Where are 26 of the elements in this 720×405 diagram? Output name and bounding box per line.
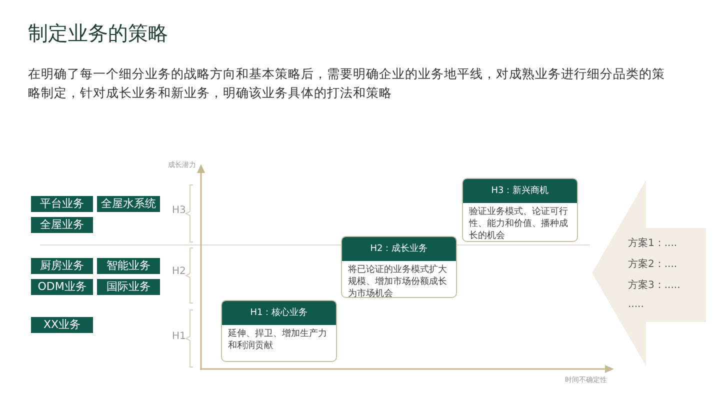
business-tag: XX业务 xyxy=(31,317,93,333)
horizon-card xyxy=(462,178,578,242)
card-heading: H3：新兴商机 xyxy=(463,179,577,203)
business-tag: ODM业务 xyxy=(31,279,93,295)
card-heading: H1：核心业务 xyxy=(222,301,336,325)
card-heading: H2：成长业务 xyxy=(342,237,456,261)
description-paragraph: 在明确了每一个细分业务的战略方向和基本策略后，需要明确企业的业务地平线，对成熟业务进行细分品类的策略制定，针对成长业务和新业务，明确该业务具体的打法和策略 xyxy=(28,65,666,102)
title-text: 制定业务的策略 xyxy=(28,20,168,47)
business-tag: 国际业务 xyxy=(97,279,160,295)
business-tag: 厨房业务 xyxy=(31,258,93,274)
axis-tick-label: H2 xyxy=(172,266,186,277)
card-body-text: 延伸、捍卫、增加生产力和利润贡献 xyxy=(227,328,328,353)
card-body-text: 将已论证的业务模式扩大规模、增加市场份额成长为市场机会 xyxy=(347,264,448,301)
card-body-text: 验证业务模式、论证可行性、能力和价值、播种成长的机会 xyxy=(468,206,569,243)
axis-tick-label: H3 xyxy=(172,205,186,216)
horizon-card xyxy=(221,300,337,362)
plan-item-text: 方案3：..... xyxy=(628,278,680,292)
business-tag: 全屋业务 xyxy=(31,217,93,233)
horizon-card xyxy=(341,236,457,298)
business-tag: 智能业务 xyxy=(97,258,160,274)
plan-item-text: ..... xyxy=(628,299,645,310)
axis-tick-label: H1 xyxy=(172,331,186,342)
plan-item-text: 方案2：.... xyxy=(628,258,678,271)
plan-item-text: 方案1：.... xyxy=(628,236,678,250)
business-tag: 全屋水系统 xyxy=(97,196,160,212)
business-tag: 平台业务 xyxy=(31,196,93,212)
